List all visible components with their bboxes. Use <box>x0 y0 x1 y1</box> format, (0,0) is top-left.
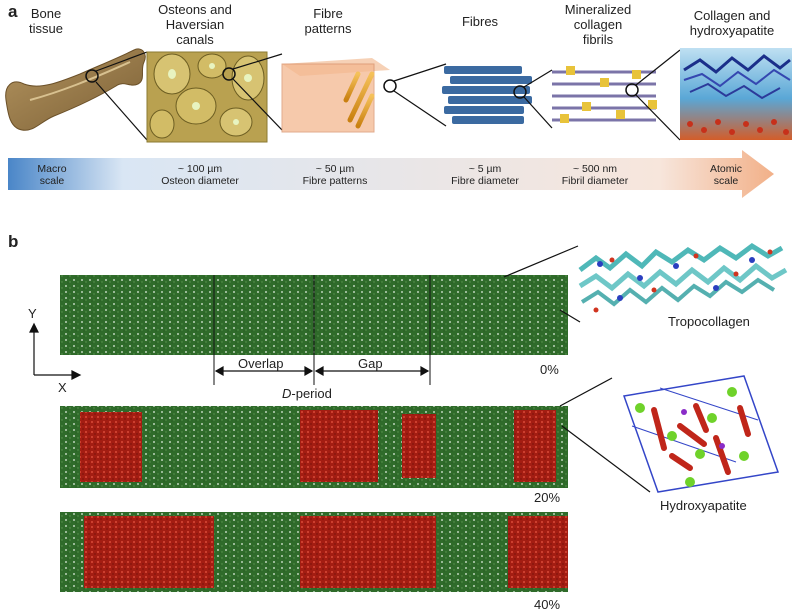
hydroxyapatite-cell <box>622 375 780 493</box>
osteons-illustration <box>146 51 268 143</box>
dperiod-italic: D <box>282 386 292 401</box>
scale-fibre-patterns-value: ~ 50 µm <box>315 163 355 175</box>
scale-fibre-patterns: ~ 50 µm Fibre patterns <box>290 163 380 187</box>
tropocollagen-molecule <box>578 242 788 313</box>
hydroxyapatite-label: Hydroxyapatite <box>660 498 747 513</box>
scale-arrow <box>8 150 774 198</box>
period-dividers <box>213 275 431 385</box>
level-title-fibrils-text: Mineralized collagen fibrils <box>564 2 632 47</box>
scale-atomic-value: Atomic <box>709 163 743 175</box>
scale-osteon-desc: Osteon diameter <box>161 175 239 187</box>
atomic-illustration <box>680 48 792 140</box>
level-title-collagen-ha-text: Collagen and hydroxyapatite <box>689 8 775 38</box>
level-title-fibrils: Mineralized collagen fibrils <box>548 2 648 47</box>
xy-axes <box>29 322 82 380</box>
scale-osteon-value: ~ 100 µm <box>177 163 223 175</box>
overlap-label: Overlap <box>238 356 284 371</box>
scale-fibre-value: ~ 5 µm <box>468 163 502 175</box>
panel-b-graphics <box>29 242 788 592</box>
panel-a-letter: a <box>8 2 18 21</box>
tropocollagen-label: Tropocollagen <box>668 314 750 329</box>
fibres-illustration <box>442 66 532 124</box>
level-title-bone: Bone tissue <box>0 6 92 36</box>
strip-40-percent-label: 40% <box>534 597 561 612</box>
panel-a-illustrations <box>5 48 792 198</box>
mineralized-fibrils-illustration <box>552 66 657 123</box>
strip-40-mineral <box>84 516 568 588</box>
scale-fibre-patterns-desc: Fibre patterns <box>302 175 368 187</box>
panel-b-letter: b <box>8 232 19 251</box>
strip-0-percent-label: 0% <box>540 362 559 377</box>
level-title-fibre-patterns: Fibre patterns <box>278 6 378 36</box>
level-title-fibres-text: Fibres <box>461 14 499 29</box>
scale-macro-desc: scale <box>39 175 65 187</box>
axis-y-label: Y <box>28 306 37 321</box>
level-title-collagen-ha: Collagen and hydroxyapatite <box>672 8 792 38</box>
strip-20-percent-label: 20% <box>534 490 561 505</box>
bone-illustration <box>5 48 146 131</box>
level-title-fibre-patterns-text: Fibre patterns <box>304 6 352 36</box>
gap-label: Gap <box>358 356 383 371</box>
scale-macro: Macro scale <box>22 163 82 187</box>
fibre-patterns-illustration <box>281 58 397 133</box>
scale-fibril-value: ~ 500 nm <box>572 163 618 175</box>
scale-fibre: ~ 5 µm Fibre diameter <box>440 163 530 187</box>
axis-x-label: X <box>58 380 67 395</box>
scale-fibril: ~ 500 nm Fibril diameter <box>550 163 640 187</box>
scale-fibril-desc: Fibril diameter <box>561 175 629 187</box>
level-title-bone-text: Bone tissue <box>29 6 63 36</box>
scale-macro-value: Macro <box>37 163 67 175</box>
strip-20-mineral <box>80 410 556 482</box>
dperiod-label: D-period <box>282 386 332 401</box>
level-title-osteons-text: Osteons and Haversian canals <box>158 2 232 47</box>
scale-fibre-desc: Fibre diameter <box>451 175 519 187</box>
zoom-lines <box>503 245 651 493</box>
scale-osteon: ~ 100 µm Osteon diameter <box>150 163 250 187</box>
overlap-gap-arrows <box>214 365 430 377</box>
scale-atomic-desc: scale <box>713 175 739 187</box>
level-title-osteons: Osteons and Haversian canals <box>140 2 250 47</box>
level-title-fibres: Fibres <box>440 14 520 29</box>
dperiod-rest: -period <box>291 386 332 401</box>
scale-atomic: Atomic scale <box>696 163 756 187</box>
